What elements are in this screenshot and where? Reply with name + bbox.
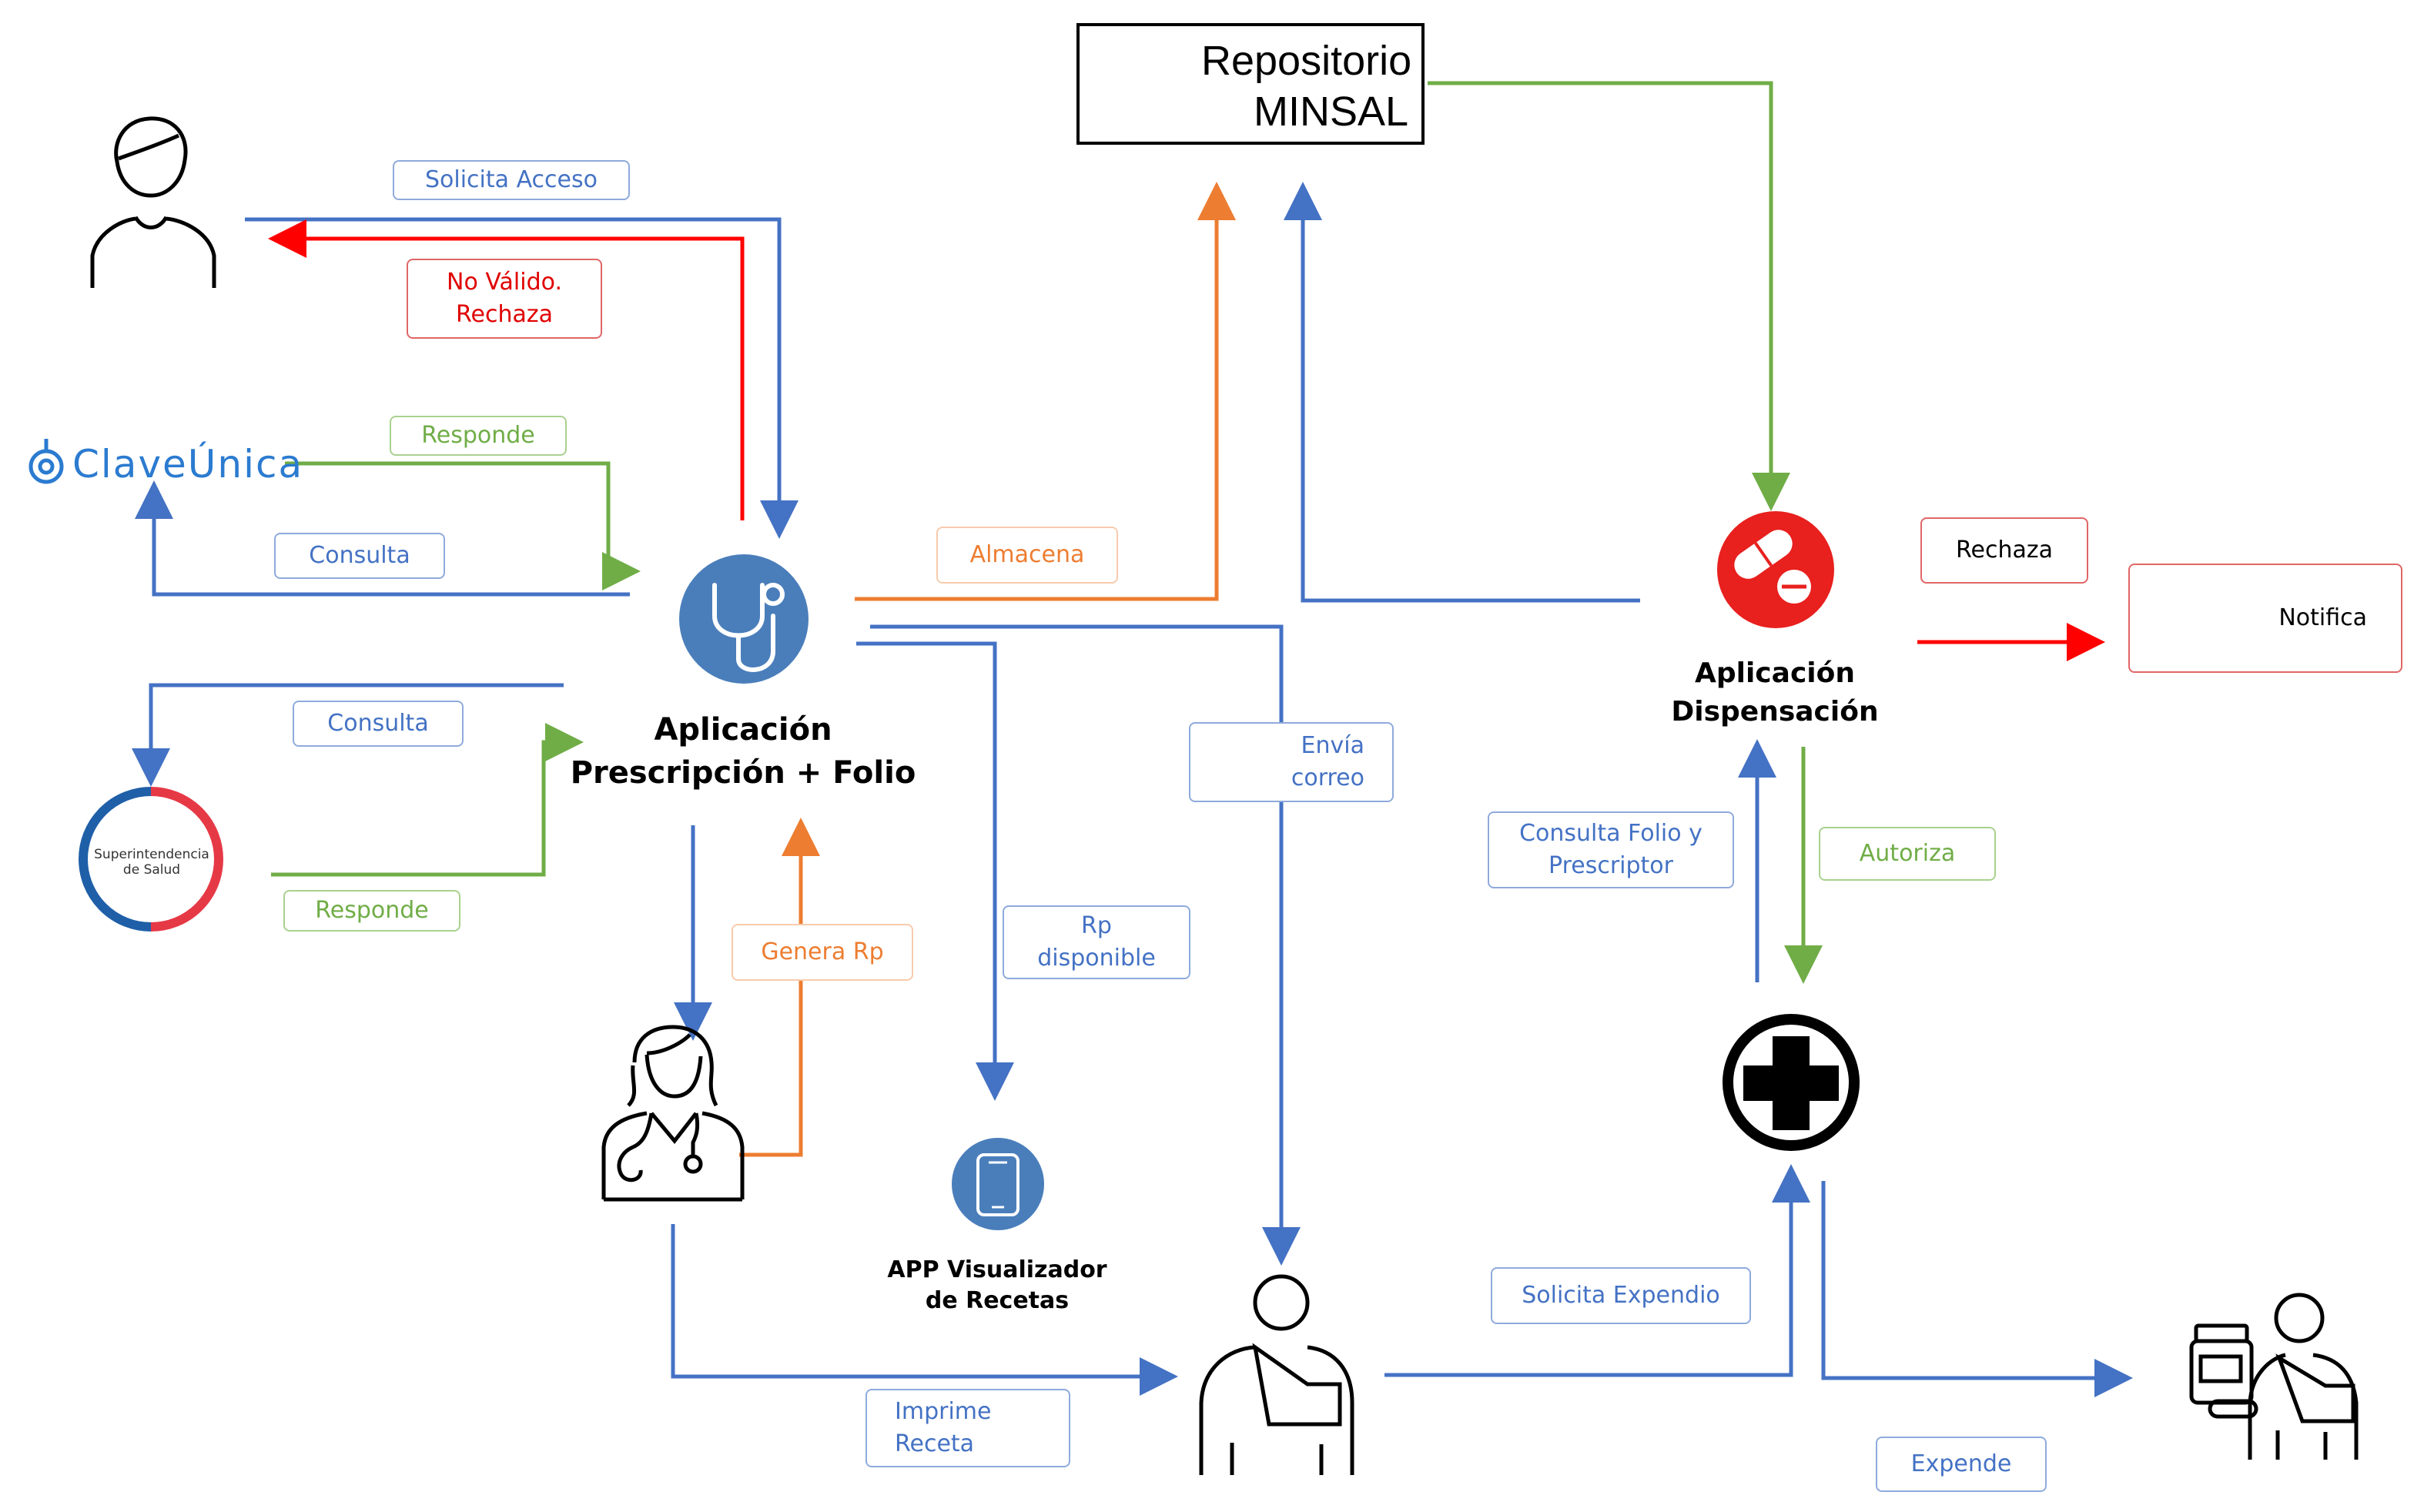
arrow-imprime-receta	[671, 1224, 1178, 1396]
label-almacena: Almacena	[936, 527, 1118, 584]
arrow-expende	[1821, 1181, 2133, 1397]
label-no-valido: No Válido.Rechaza	[407, 259, 602, 339]
arrow-responde-clave	[285, 461, 641, 590]
user-icon	[90, 116, 216, 288]
pill-icon	[1717, 511, 1834, 628]
phone-icon	[952, 1138, 1044, 1230]
label-consulta-mid: Consulta	[293, 701, 464, 747]
arrow-solicita-expendio	[1384, 1164, 1810, 1377]
label-responde-top: Responde	[390, 416, 567, 456]
arrow-responde-super	[271, 723, 584, 877]
repositorio-subtitle: MINSAL	[1254, 89, 1409, 135]
medical-cross-icon	[1723, 1014, 1860, 1151]
arrow-prescripcion-paciente	[870, 624, 1301, 1266]
arrow-rp-disponible	[856, 641, 1014, 1101]
label-solicita-expendio: Solicita Expendio	[1491, 1267, 1751, 1324]
title-prescripcion: Aplicación Prescripción + Folio	[570, 712, 916, 791]
title-app-visualizador: APP Visualizador de Recetas	[887, 1256, 1107, 1314]
arrow-no-valido	[268, 219, 745, 520]
label-autoriza: Autoriza	[1819, 827, 1996, 881]
label-solicita-acceso: Solicita Acceso	[393, 160, 630, 200]
label-consulta-top: Consulta	[274, 533, 445, 579]
label-responde-bottom: Responde	[283, 890, 460, 932]
clave-unica-logo: ClaveÚnica	[25, 437, 302, 491]
repositorio-minsal-box: Repositorio MINSAL	[1076, 23, 1425, 145]
patient-icon	[1199, 1274, 1354, 1475]
arrow-genera-rp	[739, 818, 820, 1157]
superintendencia-logo-icon	[79, 787, 223, 932]
pharmacist-icon	[2189, 1293, 2359, 1460]
arrow-consulta-clave	[135, 480, 630, 597]
label-rechaza: Rechaza	[1920, 517, 2088, 584]
label-notifica: Notifica	[2128, 564, 2402, 673]
arrow-solicita-acceso	[245, 217, 799, 539]
label-genera-rp: Genera Rp	[732, 924, 913, 981]
stethoscope-icon	[679, 554, 809, 684]
arrow-almacena	[855, 182, 1236, 601]
clave-unica-logo-icon	[28, 439, 64, 484]
doctor-icon	[601, 1025, 745, 1202]
arrow-dispensacion-repo	[1284, 182, 1640, 603]
label-expende: Expende	[1876, 1437, 2047, 1492]
arrow-consulta-super	[132, 683, 564, 787]
repositorio-title: Repositorio	[1201, 38, 1412, 84]
arrow-repo-dispensacion	[1428, 81, 1790, 511]
title-dispensacion: Aplicación Dispensación	[1671, 657, 1879, 728]
clave-unica-text: ClaveÚnica	[72, 442, 304, 487]
